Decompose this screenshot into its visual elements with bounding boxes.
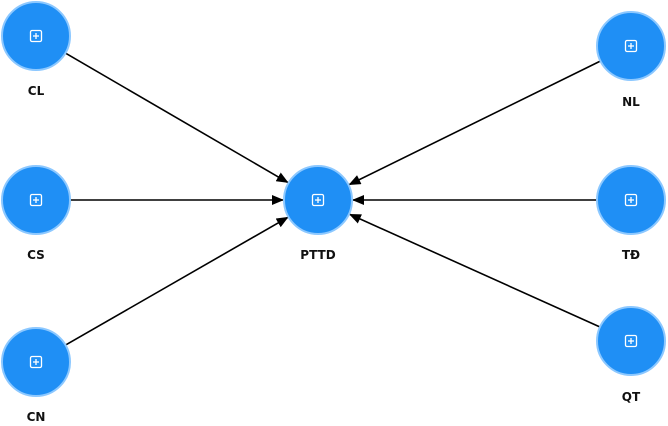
edges-layer bbox=[64, 52, 601, 346]
edge-cn-to-pttd bbox=[65, 216, 289, 346]
node-label-cn: CN bbox=[27, 410, 46, 424]
node-label-cs: CS bbox=[27, 248, 45, 262]
node-label-td: TĐ bbox=[622, 248, 640, 262]
node-cs[interactable]: CS bbox=[1, 165, 71, 262]
node-cl[interactable]: CL bbox=[1, 1, 71, 98]
edge-nl-to-pttd bbox=[348, 60, 601, 186]
node-label-pttd: PTTD bbox=[300, 248, 335, 262]
expand-icon[interactable] bbox=[29, 193, 43, 207]
expand-icon[interactable] bbox=[624, 39, 638, 53]
edge-qt-to-pttd bbox=[348, 213, 601, 328]
expand-icon[interactable] bbox=[29, 29, 43, 43]
expand-icon[interactable] bbox=[624, 334, 638, 348]
expand-icon[interactable] bbox=[624, 193, 638, 207]
node-label-nl: NL bbox=[622, 95, 640, 109]
node-label-qt: QT bbox=[622, 390, 641, 404]
node-label-cl: CL bbox=[28, 84, 45, 98]
edge-cl-to-pttd bbox=[64, 52, 289, 184]
expand-icon[interactable] bbox=[311, 193, 325, 207]
node-cn[interactable]: CN bbox=[1, 327, 71, 424]
node-qt[interactable]: QT bbox=[596, 306, 666, 404]
node-nl[interactable]: NL bbox=[596, 11, 666, 109]
node-pttd[interactable]: PTTD bbox=[283, 165, 353, 262]
expand-icon[interactable] bbox=[29, 355, 43, 369]
node-td[interactable]: TĐ bbox=[596, 165, 666, 262]
